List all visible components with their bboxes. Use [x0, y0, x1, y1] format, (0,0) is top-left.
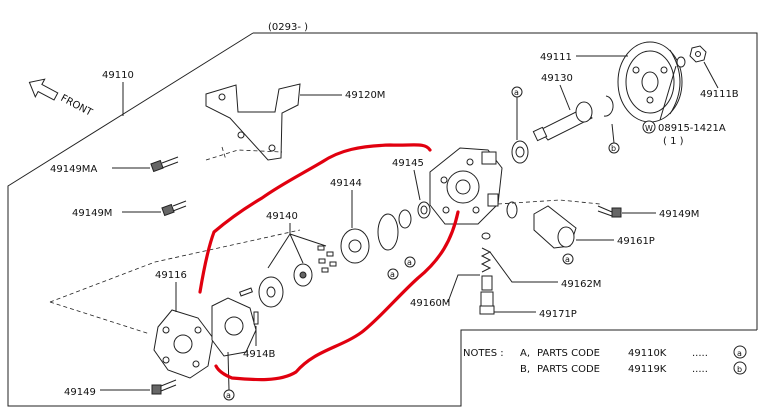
part-label-49111: 49111 [540, 52, 572, 63]
rotor-set-49140 [258, 245, 337, 308]
vane-cluster [317, 245, 337, 273]
assembly-frame [7, 32, 758, 407]
part-label-49162M: 49162M [561, 279, 601, 290]
svg-text:W: W [645, 124, 653, 133]
note-row-b-key: B, [520, 364, 530, 375]
valve-49160M [481, 275, 493, 291]
part-label-49111B: 49111B [700, 89, 739, 100]
note-a-mark-icon [733, 345, 747, 359]
part-label-49149M-right: 49149M [659, 209, 699, 220]
part-label-49149: 49149 [64, 387, 96, 398]
note-row-a-code: 49110K [628, 348, 667, 359]
spring-49162M [480, 232, 492, 273]
note-b-mark-icon [733, 361, 747, 375]
part-label-49140: 49140 [266, 211, 298, 222]
svg-text:a: a [390, 270, 395, 279]
part-label-4914B: 4914B [243, 349, 275, 360]
part-label-49145: 49145 [392, 158, 424, 169]
part-label-49149M-left: 49149M [72, 208, 112, 219]
snap-ring [603, 95, 614, 117]
front-arrow-icon [28, 78, 59, 101]
part-label-49171P: 49171P [539, 309, 577, 320]
note-row-a-key: A, [520, 348, 530, 359]
date-range-label: (0293- ) [268, 22, 308, 33]
outlet-fitting-49161P [506, 201, 577, 249]
bolt-49149 [151, 379, 177, 395]
seal-49145 [417, 201, 431, 219]
washer-callout-icon: W [642, 120, 656, 134]
part-label-49149MA: 49149MA [50, 164, 97, 175]
note-row-a-text: PARTS CODE [537, 348, 600, 359]
part-label-49120M: 49120M [345, 90, 385, 101]
front-label: FRONT [59, 93, 95, 119]
notes-heading: NOTES : [463, 348, 504, 359]
callout-a-icon: a b a a a a [223, 86, 620, 401]
end-cover-49116 [153, 309, 214, 379]
bolt-49149MA [150, 156, 179, 173]
side-plate [377, 209, 412, 251]
part-label-49144: 49144 [330, 178, 362, 189]
cam-ring-49144 [340, 228, 370, 264]
part-quantity-08915: ( 1 ) [663, 136, 684, 147]
front-direction-indicator: FRONT [28, 78, 95, 119]
bolt-49149M-right [597, 205, 622, 218]
bearing-ring [511, 140, 529, 164]
red-annotation-outline [198, 143, 460, 382]
note-row-b-mark: b [737, 365, 742, 374]
part-label-49161P: 49161P [617, 236, 655, 247]
notes-block: NOTES : A, PARTS CODE 49110K ..... a B, … [463, 345, 747, 375]
part-label-49160M: 49160M [410, 298, 450, 309]
shaft-49130 [532, 101, 593, 142]
part-label-08915-1421A: 08915-1421A [658, 123, 726, 134]
part-label-49110: 49110 [102, 70, 134, 81]
nut-49111B [689, 45, 707, 63]
gasket [211, 297, 257, 357]
svg-text:a: a [565, 255, 570, 264]
bracket-49120M [205, 83, 301, 161]
note-row-a-mark: a [737, 349, 742, 358]
part-label-49130: 49130 [541, 73, 573, 84]
part-label-49116: 49116 [155, 270, 187, 281]
note-row-b-dots: ..... [692, 364, 708, 375]
svg-text:b: b [611, 144, 616, 153]
pin-set-4914B [239, 287, 259, 325]
pump-body [429, 147, 503, 225]
svg-text:a: a [226, 391, 231, 400]
svg-text:a: a [514, 88, 519, 97]
washer-08915-1421A [676, 56, 686, 68]
svg-text:a: a [407, 258, 412, 267]
note-row-b-text: PARTS CODE [537, 364, 600, 375]
plug-49171P [479, 291, 495, 315]
bolt-49149M-left [161, 200, 187, 217]
note-row-b-code: 49119K [628, 364, 667, 375]
pulley-49111 [617, 41, 683, 123]
note-row-a-dots: ..... [692, 348, 708, 359]
